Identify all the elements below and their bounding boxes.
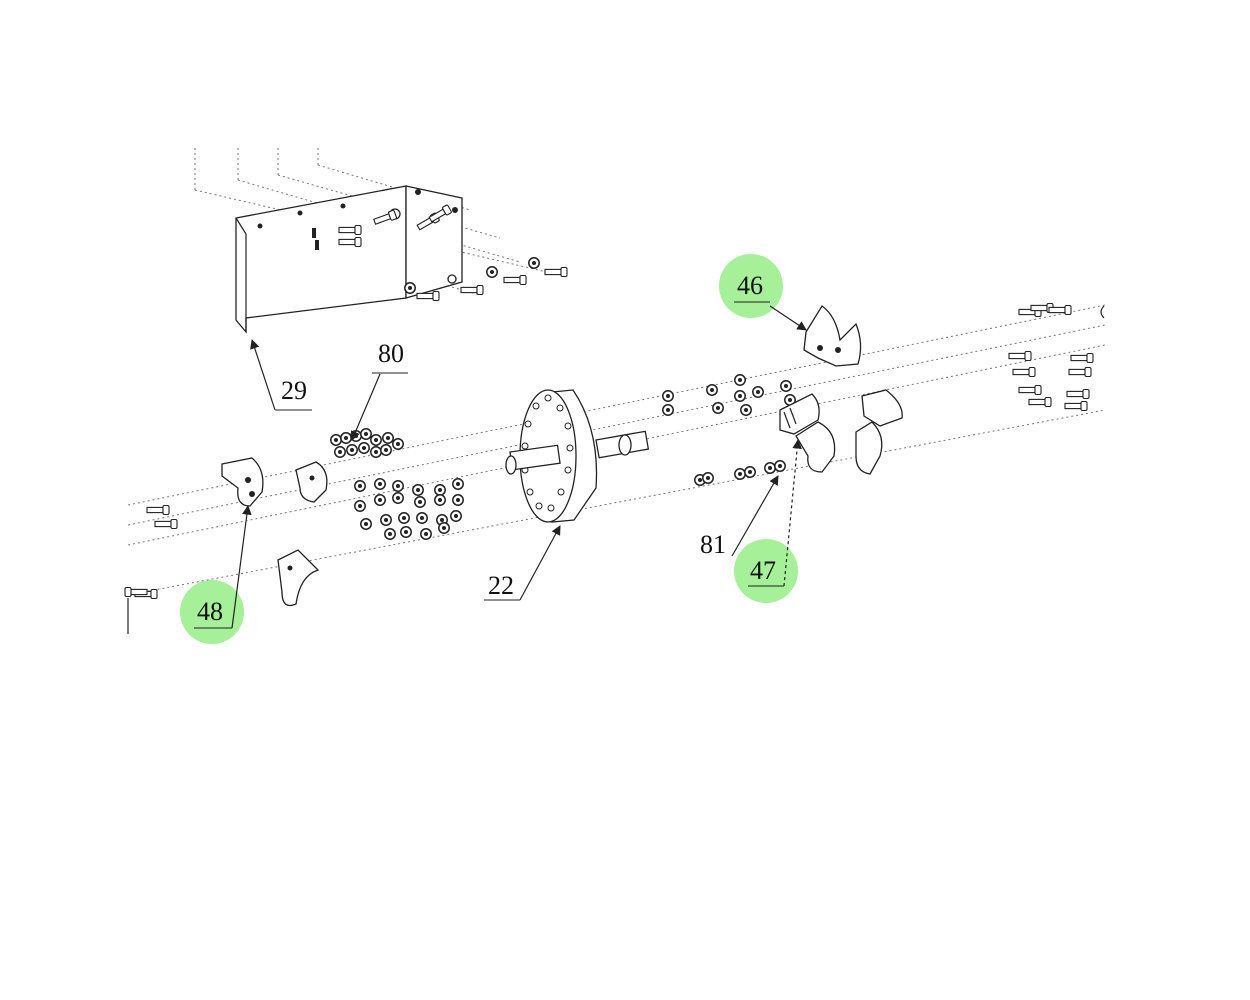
nut-cluster-80 [330,428,404,458]
callout-labels: 46 47 48 80 81 29 22 [197,271,776,626]
edge-marks [127,305,1105,634]
callout-81: 81 [700,530,726,559]
bolts-right [1008,302,1094,412]
callout-80: 80 [378,339,404,368]
blade-part-right [855,389,903,475]
callout-48: 48 [197,597,223,626]
callout-47-highlight [734,539,798,603]
callout-46: 46 [737,271,763,300]
callout-47: 47 [750,556,776,585]
callout-29: 29 [281,376,307,405]
bolts-left [124,504,178,600]
blade-holder-46 [803,305,862,367]
leader-lines [194,301,807,629]
callout-22: 22 [488,571,514,600]
mounting-bracket-29 [235,185,568,334]
blade-holder-47 [779,393,836,473]
blade-holder-48 [221,457,264,507]
drive-disc-22 [505,389,650,523]
blade-part-left [277,461,328,607]
